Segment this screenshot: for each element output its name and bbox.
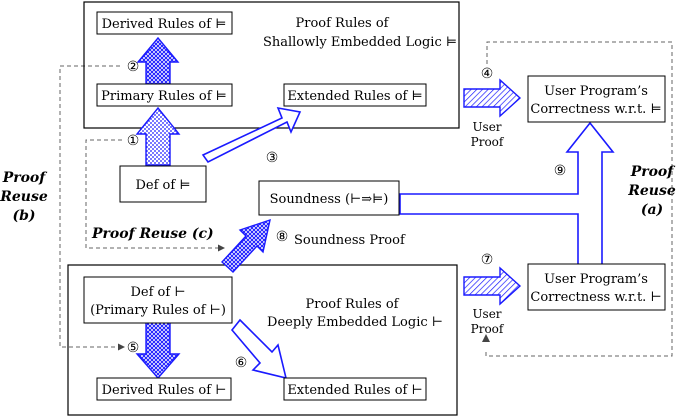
- primary-rules-shallow-label: Primary Rules of ⊨: [101, 89, 227, 104]
- proof-reuse-a-line1: Proof: [630, 164, 677, 180]
- deep-logic-title-line1: Proof Rules of: [305, 297, 399, 312]
- user-program-shallow-line1: User Program’s: [544, 84, 648, 99]
- proof-reuse-a-line2: Reuse: [627, 183, 676, 199]
- reuse-c-dashed-path: [85, 139, 225, 252]
- arrow-user-proof-deep: [463, 266, 522, 306]
- arrow-def-to-extended-shallow: [201, 106, 302, 164]
- def-deep-label-line1: Def of ⊢: [130, 285, 185, 300]
- user-program-deep-line2: Correctness w.r.t. ⊢: [530, 290, 661, 305]
- proof-reuse-b-line2: Reuse: [0, 189, 48, 205]
- extended-rules-deep-label: Extended Rules of ⊢: [287, 383, 422, 398]
- derived-rules-shallow-label: Derived Rules of ⊨: [102, 17, 227, 32]
- arrow-def-to-primary-shallow: [135, 106, 181, 166]
- soundness-proof-label: Soundness Proof: [294, 233, 406, 248]
- extended-rules-deep-box: [283, 377, 427, 401]
- shallow-logic-title-line1: Proof Rules of: [295, 16, 389, 31]
- user-program-deep-box: [527, 263, 666, 311]
- proof-reuse-c-label: Proof Reuse (c): [91, 226, 214, 242]
- extended-rules-shallow-box: [283, 83, 427, 107]
- step-marker-1: ①: [127, 133, 140, 149]
- proof-reuse-b-line1: Proof: [2, 170, 49, 186]
- primary-rules-shallow-box: [96, 83, 233, 107]
- step-marker-3: ③: [266, 150, 279, 166]
- derived-rules-shallow-box: [96, 11, 233, 35]
- proof-reuse-a-line3: (a): [641, 202, 663, 218]
- user-proof-top-line2: Proof: [471, 135, 505, 149]
- reuse-a-arrowhead: [482, 334, 490, 342]
- user-program-shallow-line2: Correctness w.r.t. ⊨: [530, 102, 661, 117]
- proof-reuse-b-line3: (b): [12, 208, 35, 224]
- arrow-def-to-extended-deep: [230, 318, 288, 380]
- user-proof-top-line1: User: [472, 120, 501, 134]
- derived-rules-deep-label: Derived Rules of ⊢: [102, 383, 227, 398]
- user-proof-bottom-line1: User: [472, 307, 501, 321]
- def-shallow-box: [119, 165, 207, 203]
- user-program-deep-line1: User Program’s: [544, 272, 648, 287]
- reuse-a-dashed-path: [485, 41, 673, 357]
- soundness-box: [258, 180, 400, 216]
- user-proof-bottom-line2: Proof: [471, 322, 505, 336]
- arrow-primary-to-derived-shallow: [136, 36, 180, 85]
- arrow-soundness-to-user-shallow: [399, 121, 615, 281]
- step-marker-7: ⑦: [481, 252, 494, 268]
- reuse-b-dashed-path: [59, 65, 125, 351]
- def-deep-label-line2: (Primary Rules of ⊢): [90, 303, 226, 318]
- arrow-soundness-proof: [221, 218, 271, 273]
- step-marker-4: ④: [481, 66, 494, 82]
- deep-logic-title-line2: Deeply Embedded Logic ⊢: [267, 315, 443, 330]
- user-program-shallow-box: [527, 75, 666, 123]
- soundness-label: Soundness (⊢⇒⊨): [270, 192, 389, 207]
- deep-logic-box: [67, 264, 458, 416]
- def-deep-box: [83, 276, 233, 324]
- arrow-user-proof-shallow: [463, 78, 522, 118]
- arrow-def-to-derived-deep: [135, 321, 181, 380]
- extended-rules-shallow-label: Extended Rules of ⊨: [287, 89, 422, 104]
- def-shallow-label: Def of ⊨: [135, 178, 190, 193]
- step-marker-8: ⑧: [276, 229, 289, 245]
- step-marker-2: ②: [127, 59, 140, 75]
- step-marker-5: ⑤: [127, 340, 140, 356]
- shallow-logic-title-line2: Shallowly Embedded Logic ⊨: [263, 35, 457, 50]
- step-marker-9: ⑨: [554, 163, 567, 179]
- step-marker-6: ⑥: [235, 355, 248, 371]
- derived-rules-deep-box: [96, 377, 232, 401]
